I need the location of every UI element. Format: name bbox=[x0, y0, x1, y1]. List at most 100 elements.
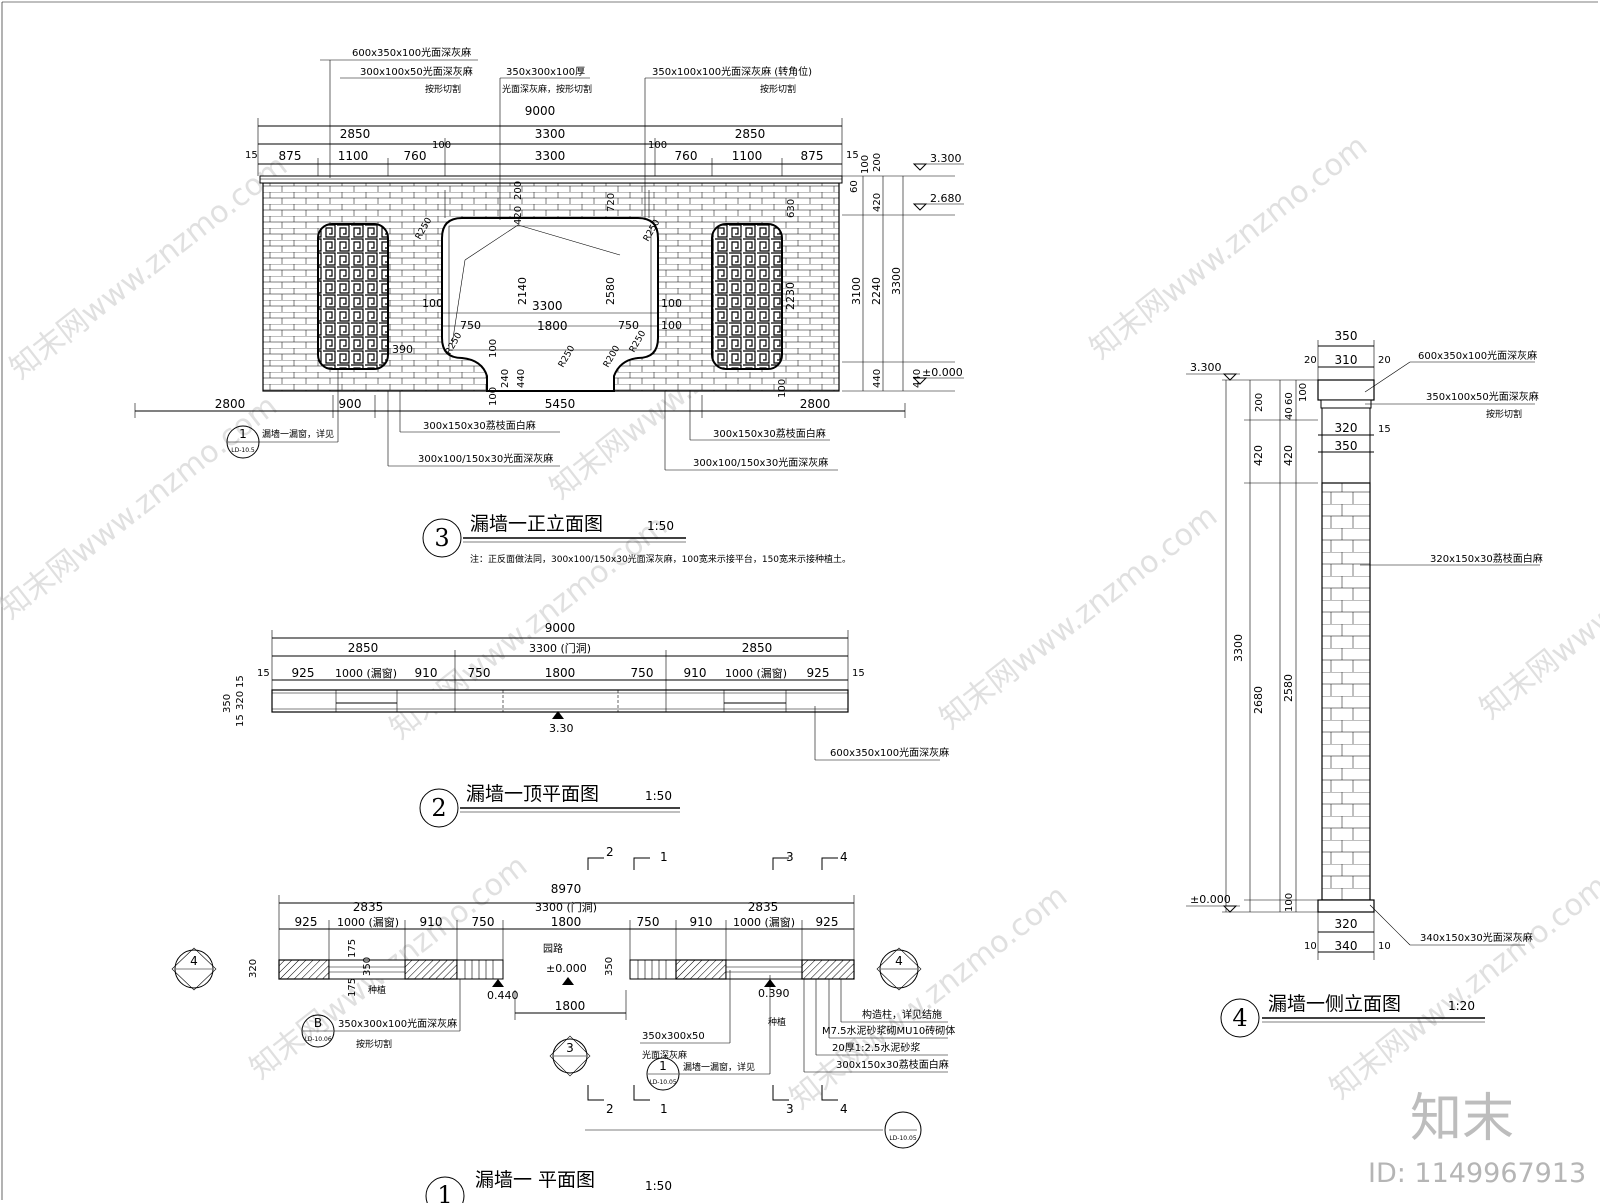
dim: 2140 bbox=[516, 277, 529, 305]
section-mark: 2 bbox=[606, 845, 614, 859]
side-label: 320x150x30荔枝面白麻 bbox=[1430, 552, 1543, 565]
dim: 320 bbox=[248, 959, 259, 978]
side-label: 600x350x100光面深灰麻 bbox=[1418, 349, 1537, 362]
elev-marker: 4 bbox=[190, 954, 198, 968]
watermark-text: 知末网www.znzmo.com bbox=[0, 388, 284, 626]
dim: 750 bbox=[637, 915, 660, 929]
dim: 2850 bbox=[348, 641, 379, 655]
label-br2: 300x100/150x30光面深灰麻 bbox=[693, 456, 828, 469]
dim: 100 bbox=[860, 155, 871, 174]
watermark-text: 知末网www.znzmo.com bbox=[933, 498, 1224, 736]
door-label: 园路 bbox=[543, 942, 563, 955]
dim: 3100 bbox=[850, 277, 863, 305]
label-bl2: 300x100/150x30光面深灰麻 bbox=[418, 452, 553, 465]
dim: 1100 bbox=[732, 149, 763, 163]
section-mark: 3 bbox=[786, 1102, 794, 1116]
brand-logo: 知末 bbox=[1410, 1089, 1514, 1149]
floor-plan: 园路 ±0.000 0.440 0.390 种植 种植 8970 2835 33… bbox=[171, 845, 955, 1203]
dim: 2835 bbox=[353, 900, 384, 914]
side-label: 340x150x30光面深灰麻 bbox=[1420, 931, 1533, 944]
section-mark: 1 bbox=[660, 1102, 668, 1116]
level-mark: 3.300 bbox=[930, 152, 962, 165]
dim: 350 bbox=[1335, 329, 1358, 343]
label-c: 350x300x50 bbox=[642, 1031, 705, 1042]
section-mark: 4 bbox=[840, 850, 848, 864]
title-num: 3 bbox=[434, 524, 449, 552]
dim: 1100 bbox=[338, 149, 369, 163]
label-r4: 300x150x30荔枝面白麻 bbox=[836, 1058, 949, 1071]
level-mark: ±0.000 bbox=[546, 962, 587, 975]
dim: 925 bbox=[807, 666, 830, 680]
dim: 1800 bbox=[545, 666, 576, 680]
dim: 750 bbox=[460, 319, 481, 332]
dim: 15 bbox=[235, 675, 246, 688]
dim: 350 bbox=[1335, 439, 1358, 453]
level-mark: ±0.000 bbox=[1190, 893, 1231, 906]
dim: 750 bbox=[618, 319, 639, 332]
side-elevation: 350 20 310 20 320 15 350 200 60 40 100 4… bbox=[1186, 329, 1543, 1038]
dim: 1800 bbox=[551, 915, 582, 929]
dim: 15 bbox=[257, 668, 270, 679]
dim: 760 bbox=[404, 149, 427, 163]
dim: 1800 bbox=[537, 319, 568, 333]
top-plan: 3.30 9000 2850 3300 (门洞) 2850 15 925 100… bbox=[222, 621, 949, 828]
label-center: 350x300x100厚 bbox=[506, 66, 585, 78]
dim: 3300 bbox=[535, 127, 566, 141]
dim: 1000 (漏窗) bbox=[337, 915, 399, 929]
callout-b-sub: LD-10.06 bbox=[304, 1036, 331, 1043]
title-scale: 1:20 bbox=[1448, 999, 1475, 1013]
dim: 925 bbox=[295, 915, 318, 929]
title-top: 漏墙一顶平面图 bbox=[466, 783, 599, 805]
callout-b-text2: 按形切割 bbox=[356, 1038, 392, 1050]
plant-label: 种植 bbox=[368, 984, 386, 996]
dim: 2850 bbox=[742, 641, 773, 655]
callout-text: 漏墙一漏窗，详见 bbox=[262, 428, 334, 440]
dim: 15 bbox=[1378, 424, 1391, 435]
dim: 2835 bbox=[748, 900, 779, 914]
section-mark: 4 bbox=[840, 1102, 848, 1116]
dim: 630 bbox=[786, 199, 797, 218]
title-num: 1 bbox=[437, 1181, 452, 1203]
dim: 100 bbox=[777, 379, 788, 398]
label-bl1: 300x150x30荔枝面白麻 bbox=[423, 419, 536, 432]
callout-window-text: 漏墙一漏窗，详见 bbox=[683, 1061, 755, 1073]
dim: 760 bbox=[675, 149, 698, 163]
callout-sub: LD-10.5 bbox=[231, 447, 255, 454]
title-front: 漏墙一正立面图 bbox=[470, 513, 603, 535]
level-mark: 3.30 bbox=[549, 722, 574, 735]
dim: 420 bbox=[513, 206, 524, 225]
label-r3: 20厚1:2.5水泥砂浆 bbox=[832, 1041, 920, 1054]
callout-b-text: 350x300x100光面深灰麻 bbox=[338, 1017, 457, 1030]
dim: 910 bbox=[415, 666, 438, 680]
watermark-text: 知末网www.znzmo.com bbox=[1083, 128, 1374, 366]
dim: 100 bbox=[488, 339, 499, 358]
dim: 2800 bbox=[215, 397, 246, 411]
dim: 20 bbox=[1378, 355, 1391, 366]
dim: 2850 bbox=[340, 127, 371, 141]
dim: 175 bbox=[347, 978, 358, 997]
dim: 2240 bbox=[870, 277, 883, 305]
section-mark: 2 bbox=[606, 1102, 614, 1116]
dim: 2800 bbox=[800, 397, 831, 411]
dim-total: 8970 bbox=[551, 882, 582, 896]
title-scale: 1:50 bbox=[645, 789, 672, 803]
title-side: 漏墙一侧立面图 bbox=[1268, 993, 1401, 1015]
label-center-sub: 光面深灰麻，按形切割 bbox=[502, 83, 592, 95]
dim: 750 bbox=[631, 666, 654, 680]
dim: 2230 bbox=[784, 282, 797, 310]
section-mark: 1 bbox=[660, 850, 668, 864]
title-plan: 漏墙一 平面图 bbox=[475, 1169, 595, 1191]
dim: 15 bbox=[245, 150, 258, 161]
dim: 420 bbox=[1282, 445, 1295, 466]
dim: 100 bbox=[648, 140, 667, 151]
label-c2: 光面深灰麻 bbox=[642, 1049, 687, 1061]
dim: 3300 bbox=[532, 299, 563, 313]
dim: 100 bbox=[661, 319, 682, 332]
dim: 925 bbox=[816, 915, 839, 929]
section-mark: 3 bbox=[786, 850, 794, 864]
level-mark: ±0.000 bbox=[922, 366, 963, 379]
level-mark: 0.440 bbox=[487, 989, 519, 1002]
image-id: ID: 1149967913 bbox=[1368, 1158, 1586, 1189]
dim: 420 bbox=[872, 193, 883, 212]
